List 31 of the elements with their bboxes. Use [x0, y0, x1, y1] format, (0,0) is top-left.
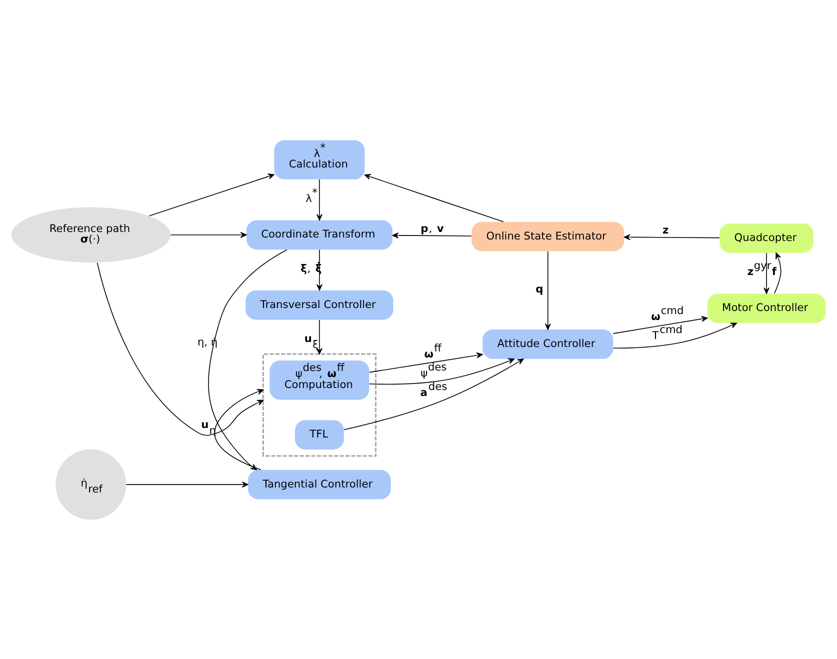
arrow [316, 178, 322, 220]
arrow [369, 352, 483, 372]
edge-label: z [662, 224, 669, 236]
arrow [344, 358, 524, 430]
arrow [392, 232, 472, 238]
node-box: Online State Estimator [472, 221, 624, 251]
arrow [368, 358, 515, 384]
edge-label: f [772, 266, 776, 278]
node-box: Quadcopter [720, 222, 814, 252]
arrow [170, 231, 247, 238]
arrow [624, 234, 720, 240]
node-box: Transversal Controller [246, 290, 394, 320]
edge-label: q [536, 282, 544, 295]
arrow [208, 248, 288, 470]
node-box: Tangential Controller [248, 469, 391, 499]
edge-label: p, v [420, 222, 444, 234]
arrow [544, 250, 551, 330]
cluster [262, 352, 377, 456]
arrow [96, 262, 264, 436]
arrow [214, 388, 264, 470]
arrow [774, 252, 782, 294]
node-box: TFL [294, 420, 344, 449]
arrow [148, 173, 274, 216]
arrow [764, 252, 770, 294]
node-box: Attitude Controller [482, 329, 614, 358]
arrow [126, 481, 248, 488]
node-box: Motor Controller [707, 293, 826, 322]
node-box: Coordinate Transform [246, 220, 392, 250]
arrow [364, 173, 504, 222]
arrow [612, 315, 708, 334]
node-ellipse: Reference path σ(·) [11, 206, 171, 262]
